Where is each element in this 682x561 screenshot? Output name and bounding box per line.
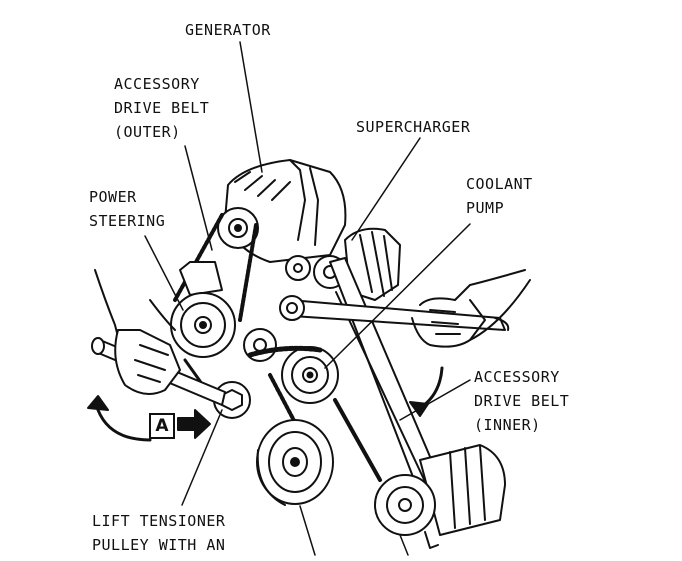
power-steering-drawing <box>170 261 236 358</box>
supercharger-label: SUPERCHARGER <box>356 118 471 136</box>
ac-compressor-drawing <box>374 444 506 549</box>
rotation-arrows <box>87 366 444 442</box>
crankshaft-pulley-drawing <box>256 419 334 506</box>
right-wrench-drawing <box>279 295 510 331</box>
inner-belt-label: ACCESSORY DRIVE BELT (INNER) <box>474 368 570 434</box>
generator-drawing <box>217 159 347 263</box>
left-hand-drawing <box>94 269 181 395</box>
power-steering-label: POWER STEERING <box>89 188 166 230</box>
coolant-pump-drawing <box>281 346 339 404</box>
coolant-pump-label: COOLANT PUMP <box>466 175 533 217</box>
supercharger-drawing <box>313 227 401 301</box>
lift-tensioner-label: LIFT TENSIONER PULLEY WITH AN <box>92 512 226 554</box>
generator-label: GENERATOR <box>185 21 271 39</box>
right-hand-drawing <box>411 269 531 348</box>
view-a-marker: A <box>149 413 175 439</box>
outer-belt-label: ACCESSORY DRIVE BELT (OUTER) <box>114 75 210 141</box>
leader-lines <box>144 41 471 556</box>
